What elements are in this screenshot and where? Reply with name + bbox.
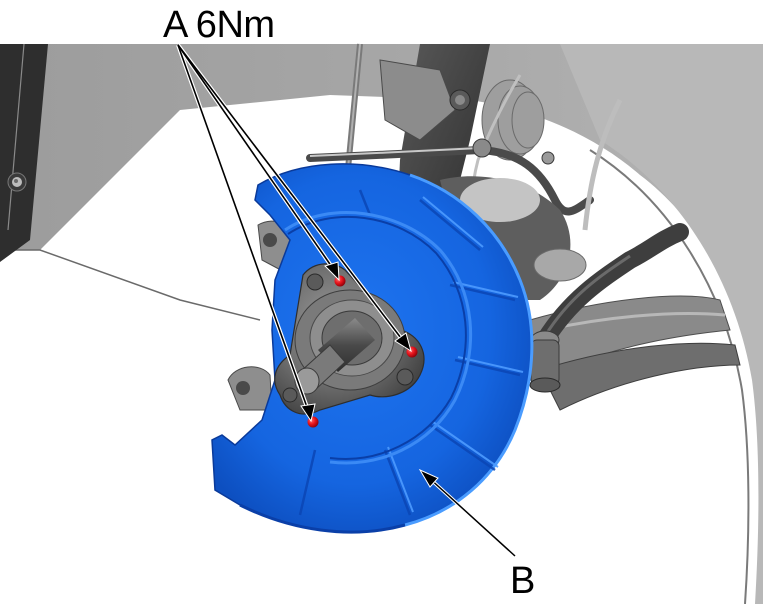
wheel-hub: [274, 263, 425, 415]
wheel-arch: [0, 44, 763, 604]
leader-line-b: [418, 468, 517, 558]
lower-control-arm: [529, 223, 741, 411]
leader-lines-a: [176, 43, 412, 423]
callout-a-label: A 6Nm: [163, 4, 275, 46]
left-panel: [0, 43, 48, 262]
callout-b-label: B: [510, 560, 536, 602]
